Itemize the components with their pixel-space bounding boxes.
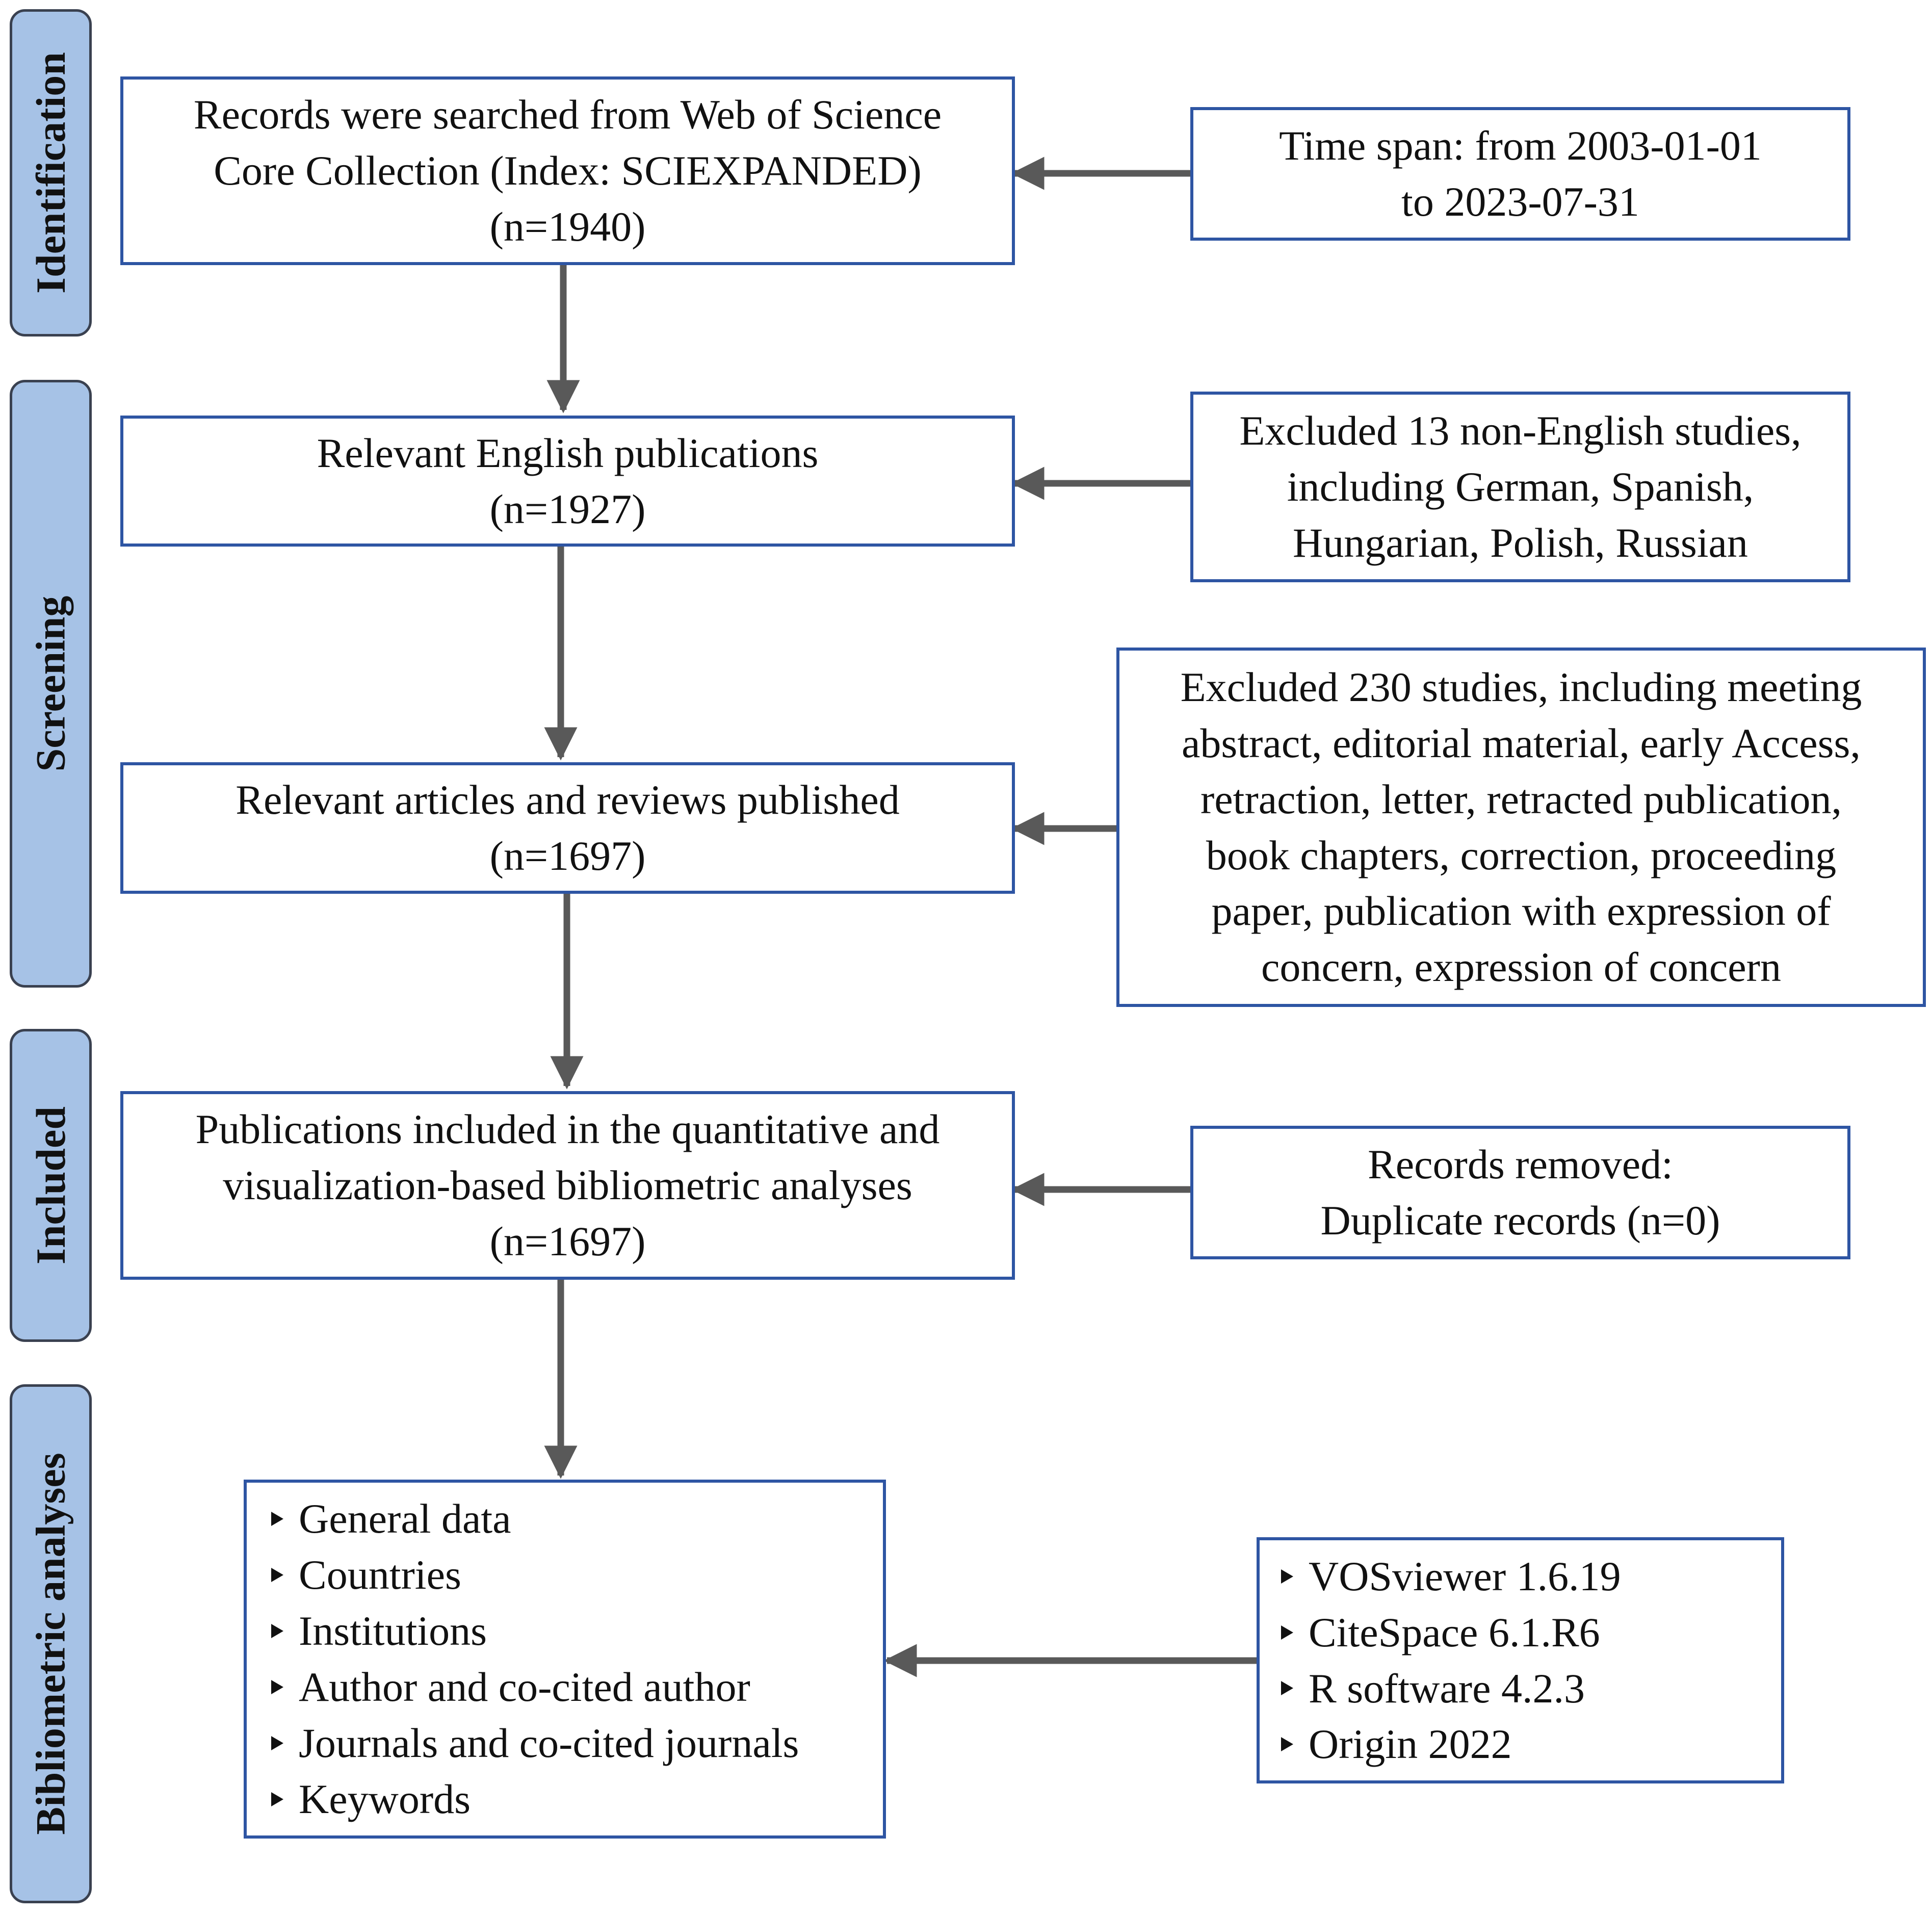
records-searched-count: (n=1940)	[489, 203, 646, 250]
list-item: General data	[271, 1491, 799, 1547]
stage-included: Included	[10, 1029, 92, 1342]
excluded-types-line: concern, expression of concern	[1261, 944, 1781, 991]
triangle-bullet-icon	[1281, 1569, 1293, 1584]
records-removed-line: Duplicate records (n=0)	[1320, 1197, 1720, 1244]
excluded-non-english-line: including German, Spanish,	[1287, 463, 1754, 510]
triangle-bullet-icon	[271, 1512, 283, 1527]
list-item: R software 4.2.3	[1281, 1661, 1621, 1717]
triangle-bullet-icon	[271, 1792, 283, 1806]
software-items-box: VOSviewer 1.6.19 CiteSpace 6.1.R6 R soft…	[1257, 1537, 1784, 1783]
excluded-types-line: abstract, editorial material, early Acce…	[1182, 719, 1861, 766]
triangle-bullet-icon	[1281, 1737, 1293, 1752]
triangle-bullet-icon	[1281, 1625, 1293, 1640]
list-item: Institutions	[271, 1603, 799, 1659]
analysis-items-list: General data Countries Institutions Auth…	[271, 1491, 799, 1827]
triangle-bullet-icon	[1281, 1681, 1293, 1696]
list-item: CiteSpace 6.1.R6	[1281, 1605, 1621, 1661]
stage-identification: Identification	[10, 9, 92, 337]
stage-analyses-label: Bibliometric analyses	[27, 1453, 74, 1835]
list-item: Origin 2022	[1281, 1716, 1621, 1772]
time-span-line: Time span: from 2003-01-01	[1279, 122, 1762, 169]
stage-included-label: Included	[27, 1106, 74, 1264]
excluded-types-line: book chapters, correction, proceeding	[1206, 832, 1837, 878]
stage-identification-label: Identification	[27, 52, 74, 294]
excluded-non-english-line: Hungarian, Polish, Russian	[1293, 519, 1748, 566]
excluded-non-english-box: Excluded 13 non-English studies, includi…	[1190, 392, 1850, 582]
stage-analyses: Bibliometric analyses	[10, 1384, 92, 1903]
publications-included-line: visualization-based bibliometric analyse…	[223, 1162, 912, 1209]
articles-reviews-line: Relevant articles and reviews published	[236, 777, 900, 823]
english-publications-count: (n=1927)	[489, 485, 646, 532]
excluded-types-line: retraction, letter, retracted publicatio…	[1200, 775, 1842, 822]
records-searched-line: Records were searched from Web of Scienc…	[193, 91, 942, 138]
publications-included-box: Publications included in the quantitativ…	[120, 1091, 1015, 1280]
triangle-bullet-icon	[271, 1624, 283, 1639]
records-searched-line: Core Collection (Index: SCIEXPANDED)	[214, 147, 922, 194]
software-items-list: VOSviewer 1.6.19 CiteSpace 6.1.R6 R soft…	[1281, 1548, 1621, 1773]
excluded-types-line: Excluded 230 studies, including meeting	[1180, 663, 1862, 710]
articles-reviews-box: Relevant articles and reviews published …	[120, 762, 1015, 894]
stage-screening-label: Screening	[27, 596, 74, 772]
excluded-non-english-line: Excluded 13 non-English studies,	[1239, 407, 1802, 454]
excluded-types-line: paper, publication with expression of	[1211, 888, 1831, 935]
time-span-box: Time span: from 2003-01-01 to 2023-07-31	[1190, 107, 1850, 241]
triangle-bullet-icon	[271, 1736, 283, 1750]
excluded-types-box: Excluded 230 studies, including meeting …	[1116, 648, 1926, 1007]
triangle-bullet-icon	[271, 1568, 283, 1583]
triangle-bullet-icon	[271, 1679, 283, 1694]
stage-screening: Screening	[10, 380, 92, 988]
records-searched-box: Records were searched from Web of Scienc…	[120, 76, 1015, 265]
list-item: Author and co-cited author	[271, 1659, 799, 1715]
articles-reviews-count: (n=1697)	[489, 833, 646, 879]
analysis-items-box: General data Countries Institutions Auth…	[244, 1480, 886, 1839]
publications-included-line: Publications included in the quantitativ…	[195, 1106, 940, 1153]
list-item: VOSviewer 1.6.19	[1281, 1548, 1621, 1605]
english-publications-line: Relevant English publications	[317, 429, 819, 476]
records-removed-line: Records removed:	[1368, 1141, 1673, 1188]
list-item: Countries	[271, 1547, 799, 1603]
list-item: Keywords	[271, 1771, 799, 1827]
records-removed-box: Records removed: Duplicate records (n=0)	[1190, 1126, 1850, 1259]
list-item: Journals and co-cited journals	[271, 1715, 799, 1771]
english-publications-box: Relevant English publications (n=1927)	[120, 416, 1015, 547]
publications-included-count: (n=1697)	[489, 1218, 646, 1264]
time-span-line: to 2023-07-31	[1401, 178, 1639, 225]
